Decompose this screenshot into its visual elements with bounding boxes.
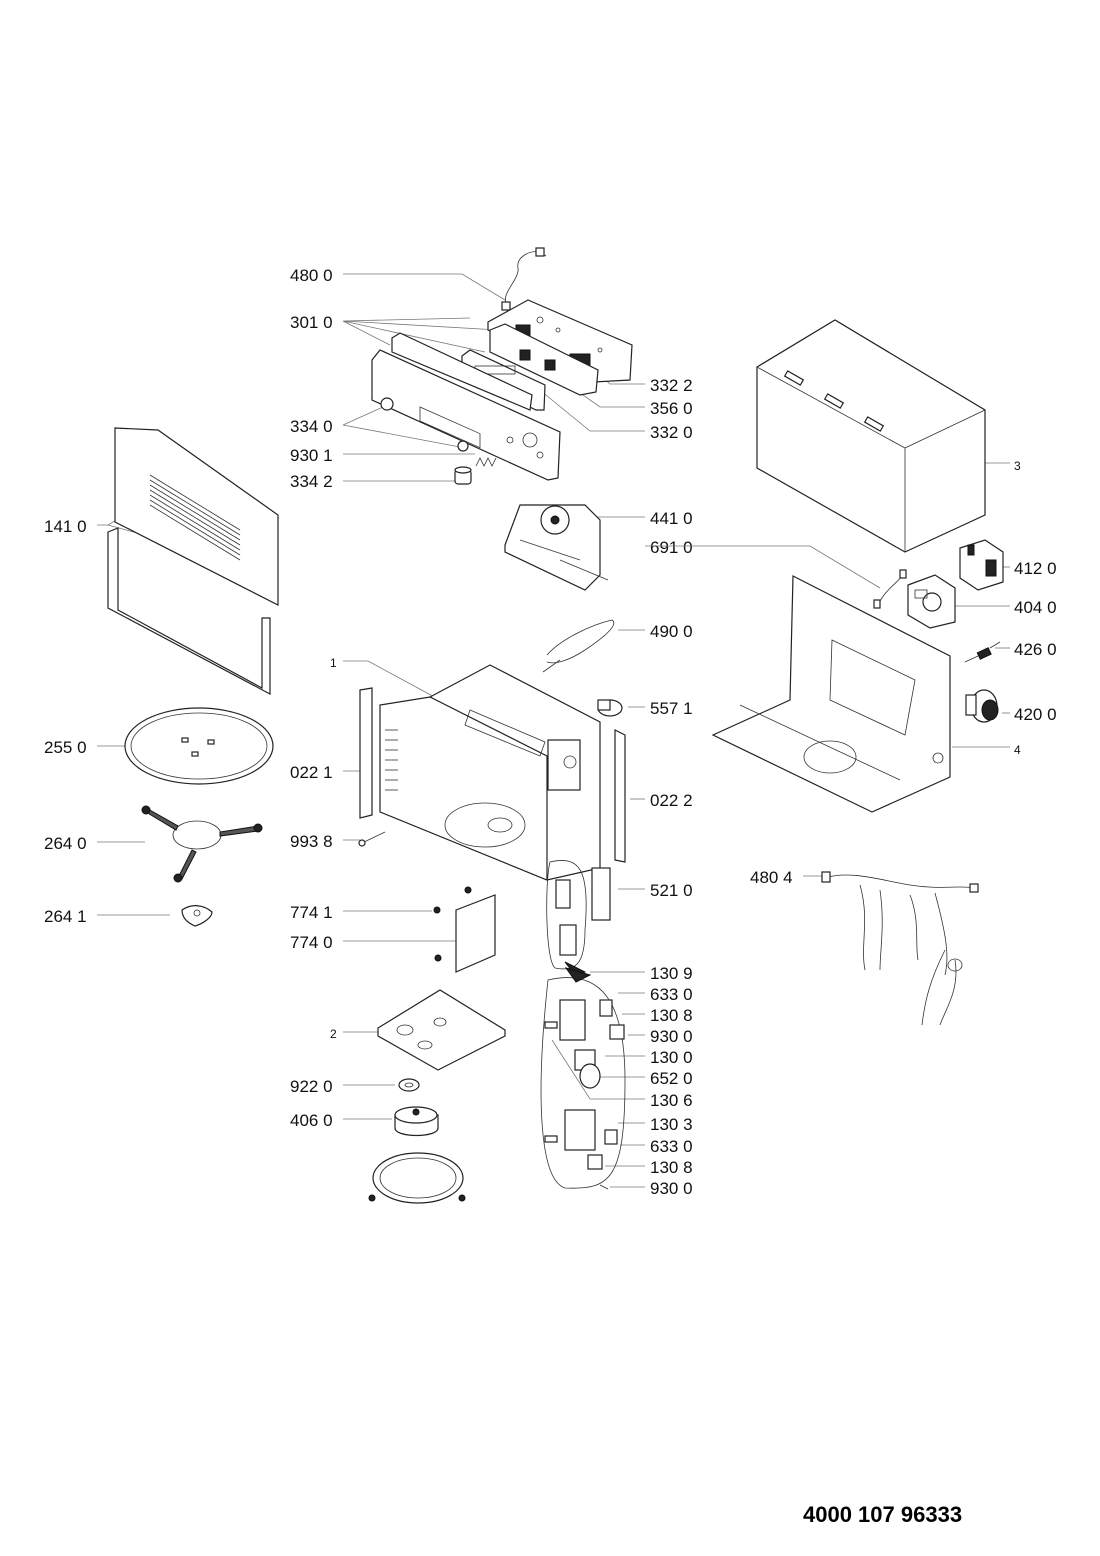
latch-detail-130 — [540, 977, 626, 1190]
cavity-vent-slots — [385, 729, 398, 791]
callout-930-0b: 930 0 — [650, 1179, 693, 1198]
callout-264-1: 264 1 — [44, 907, 87, 926]
callout-labels: 480 0 301 0 332 2 356 0 332 0 334 0 930 … — [44, 266, 1057, 1198]
callout-490-0: 490 0 — [650, 622, 693, 641]
callout-633-0a: 633 0 — [650, 985, 693, 1004]
document-number: 4000 107 96333 — [803, 1502, 963, 1527]
callout-420-0: 420 0 — [1014, 705, 1057, 724]
wire-harness-480-4 — [821, 871, 979, 1026]
side-bracket-022-2 — [614, 729, 626, 863]
fan-motor-420-0 — [965, 689, 999, 723]
turntable-motor-406-0 — [394, 1106, 439, 1137]
washer-922-0 — [398, 1078, 420, 1092]
callout-356-0: 356 0 — [650, 399, 693, 418]
magnetron-404-0 — [907, 574, 956, 629]
detail-arrow — [564, 967, 592, 983]
callout-332-2: 332 2 — [650, 376, 693, 395]
callout-022-2: 022 2 — [650, 791, 693, 810]
callout-130-8a: 130 8 — [650, 1006, 693, 1025]
callout-404-0: 404 0 — [1014, 598, 1057, 617]
callout-774-1: 774 1 — [290, 903, 333, 922]
control-panel-301-0 — [371, 332, 561, 481]
callout-930-1: 930 1 — [290, 446, 333, 465]
callout-255-0: 255 0 — [44, 738, 87, 757]
callout-4: 4 — [1014, 743, 1021, 757]
bottom-ring — [368, 1152, 466, 1204]
callout-022-1: 022 1 — [290, 763, 333, 782]
thermostat-557-1 — [597, 699, 623, 717]
callout-774-0: 774 0 — [290, 933, 333, 952]
callout-264-0: 264 0 — [44, 834, 87, 853]
callout-334-0: 334 0 — [290, 417, 333, 436]
callout-922-0: 922 0 — [290, 1077, 333, 1096]
callout-2: 2 — [330, 1027, 337, 1041]
side-bracket-022-1 — [359, 687, 373, 819]
spring-930-1 — [475, 457, 497, 467]
capacitor-412-0 — [959, 539, 1004, 591]
callout-652-0: 652 0 — [650, 1069, 693, 1088]
callout-633-0b: 633 0 — [650, 1137, 693, 1156]
callout-130-8b: 130 8 — [650, 1158, 693, 1177]
cover-plate-774 — [433, 886, 496, 973]
callout-406-0: 406 0 — [290, 1111, 333, 1130]
fuse-426-0 — [964, 641, 1001, 663]
coupler-264-1 — [181, 905, 213, 927]
wire-490-0 — [542, 619, 615, 673]
motor-bracket-441-0 — [504, 504, 609, 591]
roller-ring-264-0 — [141, 805, 263, 883]
callout-334-2: 334 2 — [290, 472, 333, 491]
callout-441-0: 441 0 — [650, 509, 693, 528]
callout-930-0a: 930 0 — [650, 1027, 693, 1046]
leader-lines — [97, 273, 1010, 1188]
turntable-255-0 — [124, 707, 274, 785]
callout-301-0: 301 0 — [290, 313, 333, 332]
door-vent-slots — [149, 474, 241, 561]
callout-3: 3 — [1014, 459, 1021, 473]
callout-141-0: 141 0 — [44, 517, 87, 536]
callout-557-1: 557 1 — [650, 699, 693, 718]
callout-1: 1 — [330, 656, 337, 670]
wire-harness-480-0 — [501, 247, 547, 311]
oven-cavity-1 — [379, 664, 601, 881]
switch-assembly-521-0 — [546, 860, 611, 976]
callout-332-0: 332 0 — [650, 423, 693, 442]
callout-130-0: 130 0 — [650, 1048, 693, 1067]
keypad-board-356-0 — [489, 323, 599, 396]
knob-334-0 — [380, 397, 469, 452]
callout-993-8: 993 8 — [290, 832, 333, 851]
callout-130-9: 130 9 — [650, 964, 693, 983]
callout-691-0: 691 0 — [650, 538, 693, 557]
door-141-0 — [107, 427, 279, 695]
motor-plate-2 — [377, 989, 506, 1071]
callout-521-0: 521 0 — [650, 881, 693, 900]
base-plate-4 — [711, 575, 951, 813]
callout-130-6: 130 6 — [650, 1091, 693, 1110]
screw-993-8 — [358, 831, 386, 847]
callout-412-0: 412 0 — [1014, 559, 1057, 578]
callout-130-3: 130 3 — [650, 1115, 693, 1134]
callout-480-4: 480 4 — [750, 868, 793, 887]
callout-426-0: 426 0 — [1014, 640, 1057, 659]
outer-cabinet-3 — [756, 319, 986, 553]
callout-480-0: 480 0 — [290, 266, 333, 285]
knob-cap-334-2 — [454, 466, 472, 485]
cable-691-0 — [873, 569, 907, 609]
